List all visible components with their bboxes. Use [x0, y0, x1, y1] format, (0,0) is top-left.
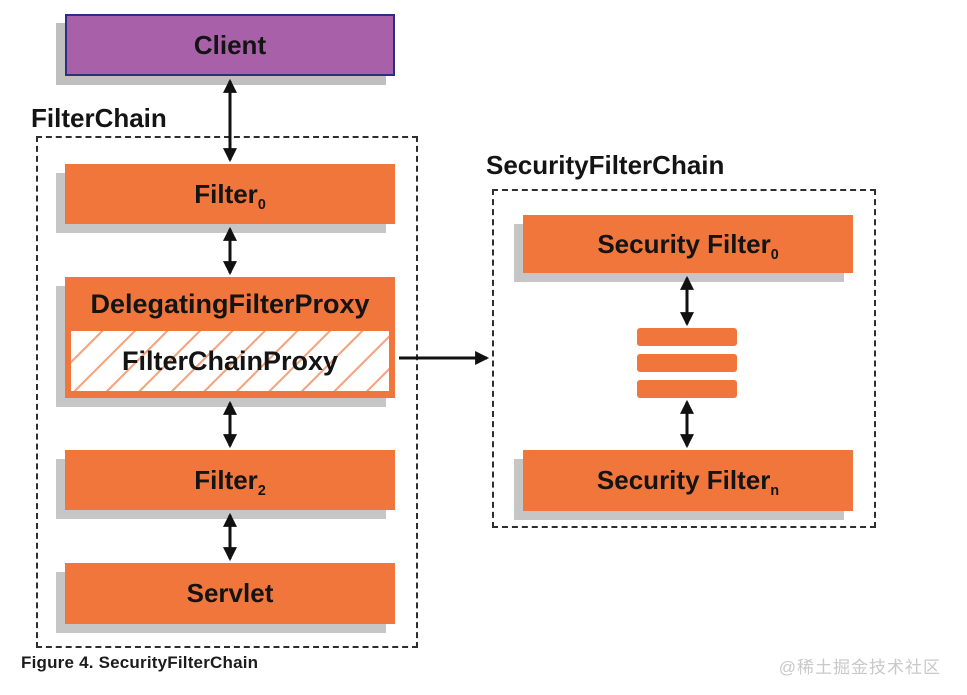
security-filtern-node: Security Filtern	[523, 450, 853, 511]
securityfilterchain-container	[492, 189, 876, 528]
ellipsis-bar	[637, 380, 737, 398]
filter0-label: Filter0	[194, 178, 266, 213]
security-filter0-node: Security Filter0	[523, 215, 853, 273]
ellipsis-bars	[637, 328, 737, 398]
security-filtern-label: Security Filtern	[596, 465, 780, 500]
filter-chain-proxy-label: FilterChainProxy	[121, 345, 339, 376]
filter0-node: Filter0	[65, 164, 395, 224]
client-node: Client	[65, 14, 395, 76]
delegating-filter-proxy-node: DelegatingFilterProxy FilterChainProxy	[65, 277, 395, 398]
filter-chain-proxy-node: FilterChainProxy	[71, 331, 389, 391]
filter2-node: Filter2	[65, 450, 395, 510]
client-label: Client	[193, 29, 267, 60]
ellipsis-bar	[637, 328, 737, 346]
servlet-label: Servlet	[186, 578, 274, 608]
security-filter0-label: Security Filter0	[597, 228, 779, 263]
figure-caption: Figure 4. SecurityFilterChain	[21, 653, 259, 672]
servlet-node: Servlet	[65, 563, 395, 624]
watermark: @稀土掘金技术社区	[778, 658, 941, 677]
delegating-filter-proxy-label: DelegatingFilterProxy	[90, 288, 370, 319]
filter2-label: Filter2	[194, 464, 266, 499]
ellipsis-bar	[637, 354, 737, 372]
securityfilterchain-title: SecurityFilterChain	[486, 150, 725, 180]
filterchain-title: FilterChain	[31, 103, 167, 133]
